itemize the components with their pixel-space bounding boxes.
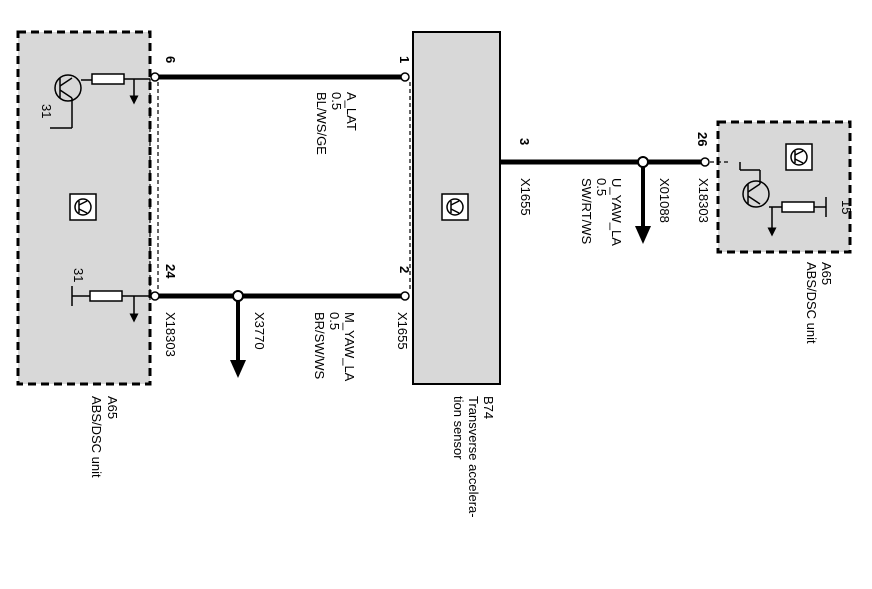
wire-u-yaw-size: 0.5 (594, 178, 609, 196)
splice-x3770 (232, 290, 244, 302)
abs-right-connector: X18303 (696, 178, 711, 223)
resistor-icon (781, 201, 815, 213)
transverse-acceleration-sensor: 1 2 X1655 B74 Transverse accelera- tion … (395, 31, 501, 518)
abs-right-name: ABS/DSC unit (804, 262, 819, 344)
abs-left-pin-top: 6 (163, 56, 178, 63)
sensor-housing (412, 31, 501, 385)
abs-right-housing (716, 120, 852, 254)
abs-left-pin-bottom: 24 (163, 264, 178, 279)
abs-left-name: ABS/DSC unit (89, 396, 104, 478)
sensor-symbol-icon (69, 193, 97, 221)
wire-u-yaw-color: SW/RT/WS (579, 178, 594, 245)
sensor-connector-left: X1655 (395, 312, 410, 350)
wire-a-lat-signal: A_LAT (344, 92, 359, 131)
sensor-symbol-icon (785, 143, 813, 171)
splice-arrow-icon (230, 360, 246, 378)
sensor-pin-1: 1 (397, 56, 412, 63)
wire-m-yaw-size: 0.5 (327, 312, 342, 330)
resistor-icon (89, 290, 123, 302)
sensor-pin-2: 2 (397, 266, 412, 273)
wire-m-yaw-color: BR/SW/WS (312, 312, 327, 379)
transistor-icon (739, 162, 770, 208)
sensor-name-line1: Transverse accelera- (466, 396, 481, 518)
splice-x3770-label: X3770 (252, 312, 267, 350)
abs-right-supply-pin: 15 (839, 200, 854, 214)
splice-x01088-label: X01088 (657, 178, 672, 223)
sensor-pin-3: 3 (517, 138, 532, 145)
abs-dsc-unit-right: 15 26 X18303 A65 ABS/DSC unit (695, 120, 854, 344)
abs-left-ground-pin-top: 31 (39, 104, 54, 118)
wire-u-yaw-signal: U_YAW_LA (609, 178, 624, 246)
wire-a-lat-size: 0.5 (329, 92, 344, 110)
wire-m-yaw-signal: M_YAW_LA (342, 312, 357, 382)
sensor-name-line2: tion sensor (451, 396, 466, 460)
sensor-code: B74 (481, 396, 496, 419)
transistor-icon (50, 74, 82, 129)
splice-x01088 (637, 156, 649, 168)
abs-left-code: A65 (105, 396, 120, 419)
sensor-connector-right: X1655 (518, 178, 533, 216)
abs-right-code: A65 (819, 262, 834, 285)
wire-a-lat-color: BL/WS/GE (314, 92, 329, 155)
splice-arrow-icon (635, 226, 651, 244)
sensor-symbol-icon (441, 193, 469, 221)
abs-left-connector: X18303 (163, 312, 178, 357)
resistor-icon (91, 73, 125, 85)
abs-dsc-unit-left: 31 31 6 24 X18303 A65 ABS/DSC unit (16, 30, 178, 478)
abs-right-pin: 26 (695, 132, 710, 146)
abs-left-ground-pin: 31 (71, 268, 86, 282)
